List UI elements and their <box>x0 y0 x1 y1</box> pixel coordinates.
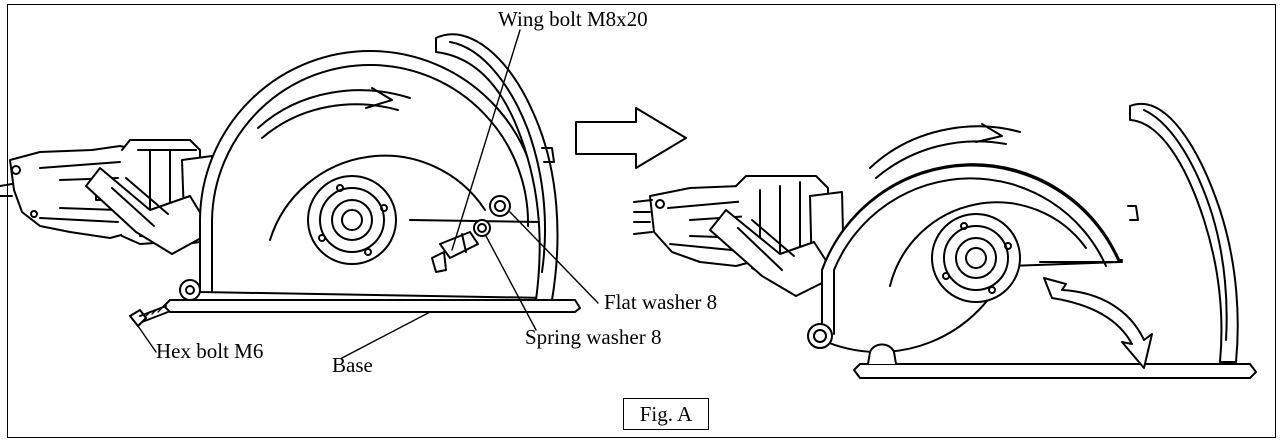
label-base: Base <box>332 353 373 377</box>
label-flat-washer: Flat washer 8 <box>604 290 718 314</box>
right-base-knob <box>867 343 897 365</box>
left-hex-bolt <box>129 305 169 327</box>
right-handle-grip <box>709 209 837 297</box>
figure-caption: Fig. A <box>623 398 709 430</box>
label-spring-washer: Spring washer 8 <box>525 325 662 349</box>
left-flat-washer <box>489 195 511 217</box>
label-hex-bolt: Hex bolt M6 <box>156 339 264 363</box>
left-pivot-knob <box>179 279 201 301</box>
left-saw <box>0 29 599 359</box>
left-handle-grip <box>85 167 213 255</box>
right-blade-flange <box>931 213 1021 303</box>
right-saw <box>633 103 1257 379</box>
right-pivot-knob <box>807 323 833 349</box>
left-blade-flange <box>307 175 397 265</box>
swing-direction-arrow <box>1043 277 1153 369</box>
left-spring-washer <box>473 219 491 237</box>
right-slot-arm <box>1129 103 1239 363</box>
left-wing-bolt <box>431 231 479 273</box>
left-leader-lines <box>137 29 599 359</box>
direction-arrow <box>575 107 687 169</box>
left-base-plate <box>163 299 581 313</box>
right-base-plate <box>853 363 1257 379</box>
label-wing-bolt: Wing bolt M8x20 <box>498 7 648 31</box>
